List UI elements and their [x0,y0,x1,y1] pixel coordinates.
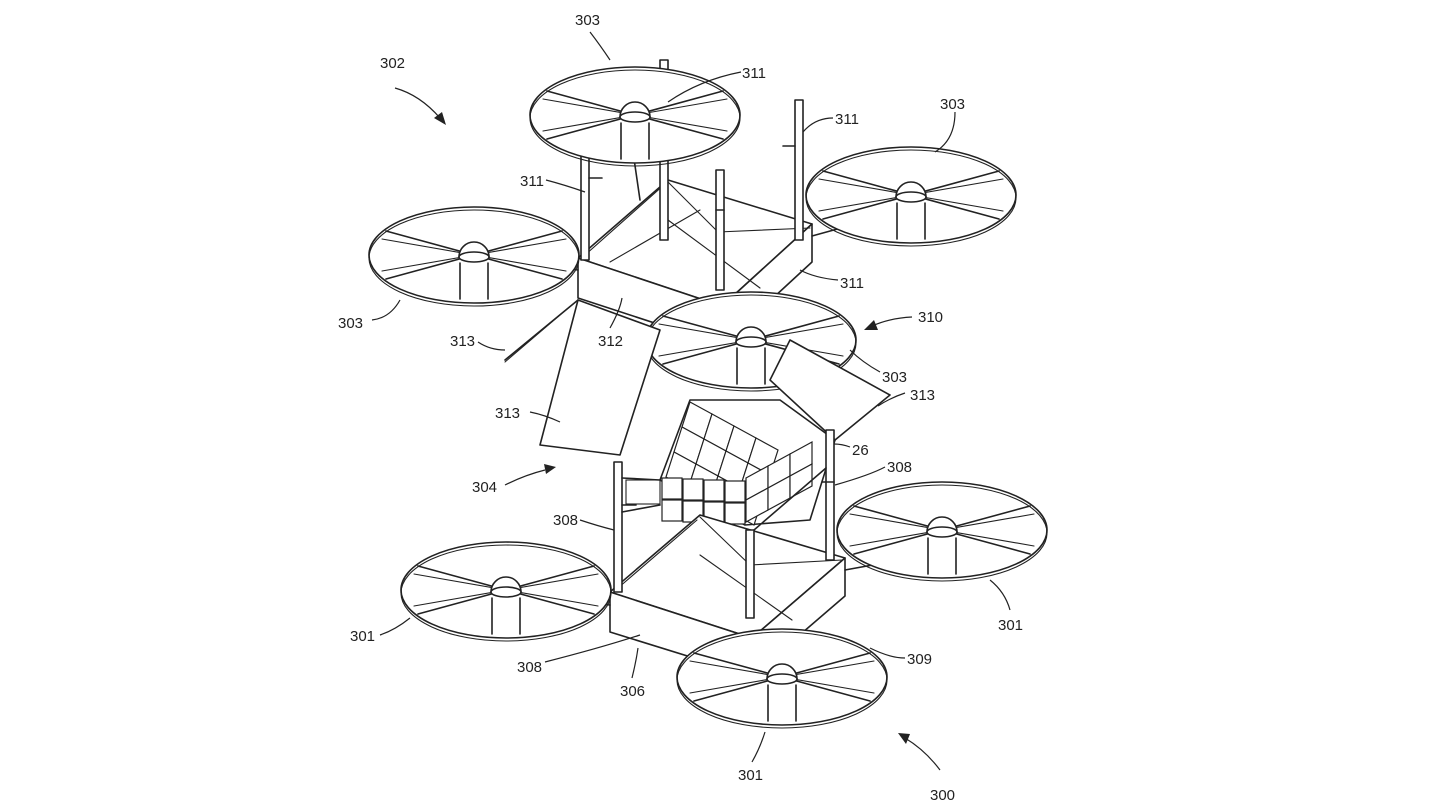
cargo-package-grid [659,399,836,526]
label-301-bottom: 301 [738,767,763,784]
label-313-a: 313 [450,333,475,350]
label-303-right: 303 [940,96,965,113]
upper-drone [368,59,1017,392]
label-311-c: 311 [520,173,544,190]
reference-labels: 303 302 311 311 303 311 311 303 313 312 … [338,12,1023,804]
label-312: 312 [598,333,623,350]
label-306: 306 [620,683,645,700]
label-308-a: 308 [887,459,912,476]
pointer-arrows [394,87,941,771]
label-311-a: 311 [742,65,766,82]
label-310: 310 [918,309,943,326]
cargo-box-front [661,499,683,522]
cargo-box-front [682,478,704,501]
arrow-304 [504,464,556,486]
door-left [539,299,661,456]
cargo-box-front [703,479,725,502]
label-303-top: 303 [575,12,600,29]
arrow-300 [898,733,941,771]
label-300: 300 [930,787,955,804]
label-303-left: 303 [338,315,363,332]
lower-drone [400,429,1048,729]
label-311-d: 311 [840,275,864,292]
label-302: 302 [380,55,405,72]
cargo-box-front [724,502,746,525]
label-301-left: 301 [350,628,375,645]
label-311-b: 311 [835,111,859,128]
rotor-301-left [400,541,612,642]
label-303-mid: 303 [882,369,907,386]
cargo-box-front [724,480,746,503]
cargo-box-side [789,462,813,500]
rotor-301-bottom [676,628,888,729]
label-309: 309 [907,651,932,668]
rotor-303-left [368,206,580,307]
label-313-c: 313 [495,405,520,422]
label-304: 304 [472,479,497,496]
rotor-303-top [529,66,741,167]
leader-lines [371,31,1011,763]
rotor-303-right [805,146,1017,247]
label-308-b: 308 [553,512,578,529]
cargo-box-front [661,477,683,500]
payload-doors [504,299,891,456]
arrow-310 [864,316,913,330]
label-26: 26 [852,442,869,459]
label-313-b: 313 [910,387,935,404]
cargo-frame-posts [613,429,835,619]
label-301-right: 301 [998,617,1023,634]
label-308-c: 308 [517,659,542,676]
arrow-302 [394,87,446,125]
